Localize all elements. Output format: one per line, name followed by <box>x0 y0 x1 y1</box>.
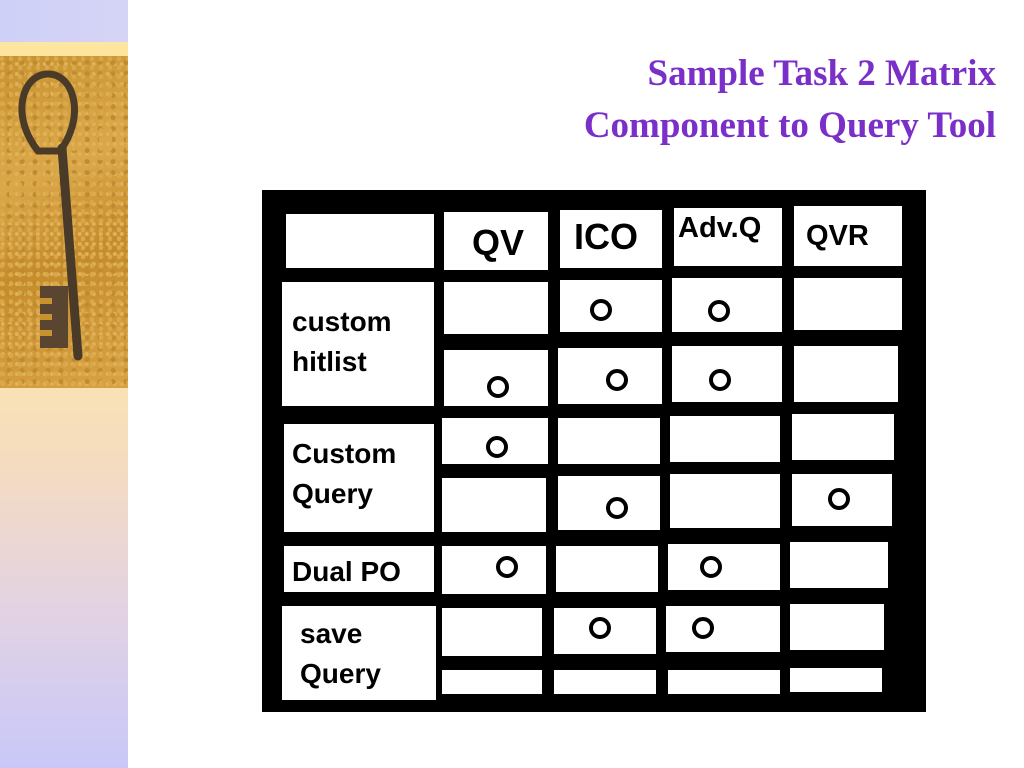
title-line-2: Component to Query Tool <box>583 105 996 146</box>
grid-cell <box>442 478 546 532</box>
row-label-dual-po: Dual PO <box>292 556 401 587</box>
mark-circle <box>700 556 722 578</box>
grid-cell <box>444 282 548 334</box>
header-cell-advq: Adv.Q <box>674 208 782 266</box>
grid-cell <box>442 670 542 694</box>
grid-cell <box>668 670 780 694</box>
grid-cell <box>790 542 888 588</box>
mark-circle <box>589 617 611 639</box>
row-label-save-query: save Query <box>300 618 381 689</box>
grid-cell <box>668 544 780 590</box>
matrix-table: QV ICO Adv.Q QVR custom hitlist Custom Q… <box>262 190 926 712</box>
key-photo <box>0 56 128 388</box>
mark-circle <box>606 497 628 519</box>
header-cell-qv: QV <box>444 212 548 270</box>
grid-cell <box>670 474 780 528</box>
grid-cell <box>666 606 780 652</box>
corner-cell <box>286 214 434 268</box>
row-label-custom-query: Custom Query <box>292 438 397 509</box>
grid-cell <box>442 608 542 656</box>
key-icon <box>18 70 83 361</box>
mark-circle <box>708 300 730 322</box>
column-header-ico: ICO <box>574 216 639 257</box>
mark-circle <box>496 556 518 578</box>
grid-cell <box>556 546 658 592</box>
mark-circle <box>692 617 714 639</box>
mark-circle <box>709 369 731 391</box>
row-label-cell-custom-hitlist <box>282 282 434 406</box>
header-cell-ico: ICO <box>560 210 662 268</box>
grid-cell <box>442 546 546 594</box>
grid-cell <box>554 670 656 694</box>
grid-cell <box>794 278 902 330</box>
slide-title: Sample Task 2 Matrix Component to Query … <box>584 48 996 152</box>
row-label-custom-hitlist: custom hitlist <box>292 306 392 377</box>
mark-circle <box>590 299 612 321</box>
mark-circle <box>828 488 850 510</box>
grid-cell <box>790 668 882 692</box>
row-label-cell-custom-query <box>284 424 434 532</box>
grid-cell <box>792 414 894 460</box>
mark-circle <box>606 369 628 391</box>
title-line-1: Sample Task 2 Matrix <box>647 53 996 94</box>
grid-cell <box>794 346 898 402</box>
grid-cell <box>558 418 660 464</box>
grid-cell <box>670 416 780 462</box>
column-header-qv: QV <box>472 222 525 263</box>
header-cell-qvr: QVR <box>794 206 902 266</box>
row-label-cell-dual-po <box>284 546 434 592</box>
strip-top-band <box>0 0 128 42</box>
mark-circle <box>486 436 508 458</box>
row-label-cell-save-query <box>282 606 436 700</box>
grid-cell <box>790 604 884 650</box>
column-header-qvr: QVR <box>806 220 869 252</box>
mark-circle <box>487 376 509 398</box>
column-header-advq: Adv.Q <box>678 212 762 244</box>
